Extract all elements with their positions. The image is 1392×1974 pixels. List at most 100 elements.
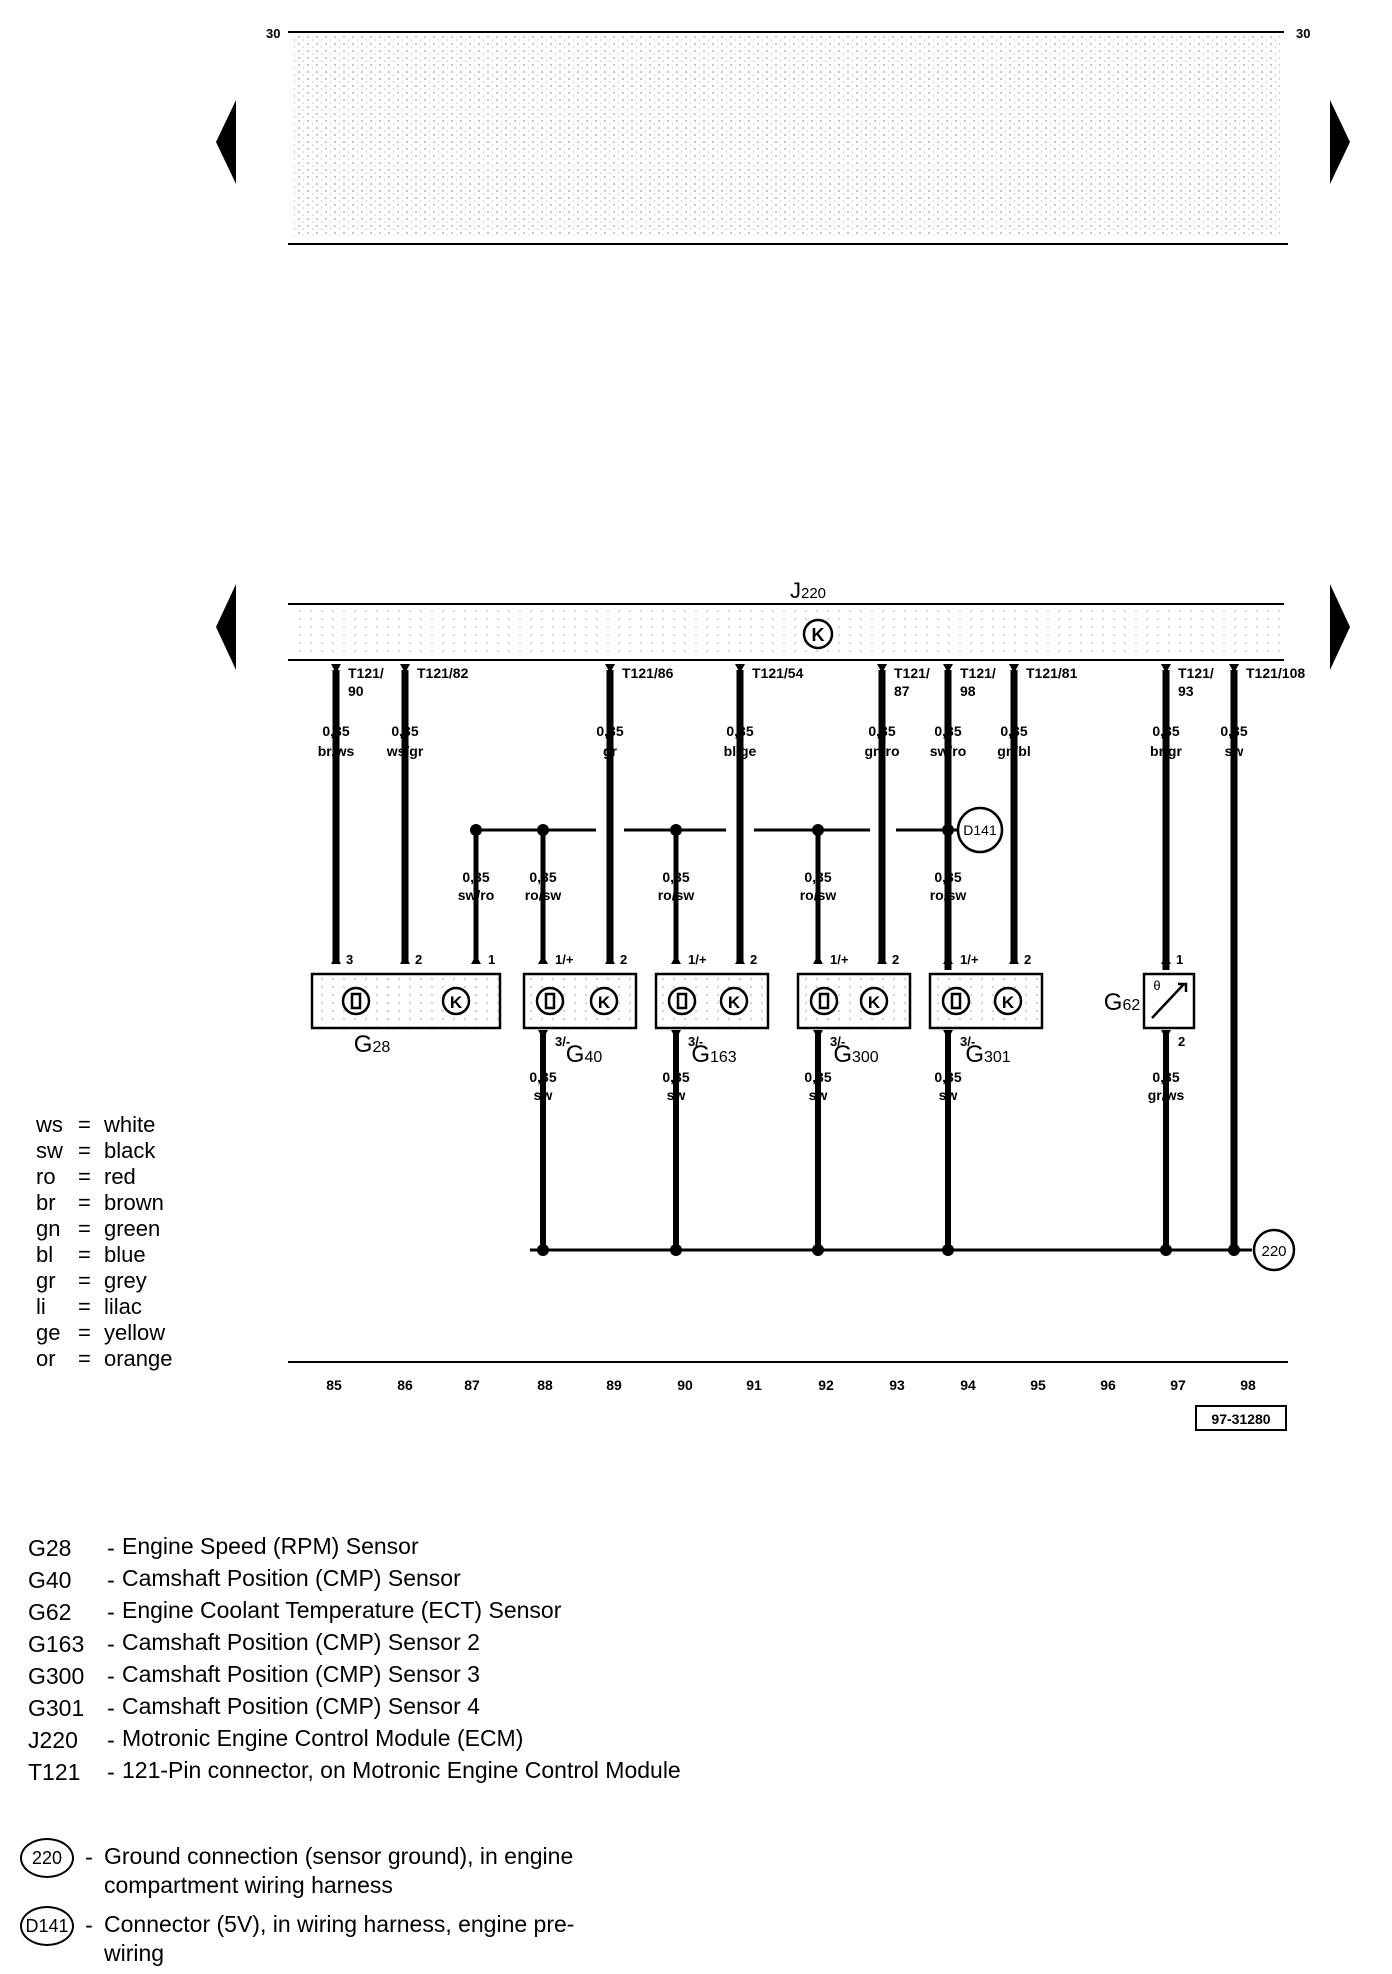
terminal-pin-label: T121/86 — [622, 665, 674, 681]
symbol-legend-row: 220-Ground connection (sensor ground), i… — [20, 1838, 720, 1900]
ground-gauge-label: 0,35 — [1152, 1069, 1179, 1085]
terminal-pin-label-2: 93 — [1178, 683, 1194, 699]
equals-sign: = — [78, 1112, 91, 1137]
legend-dash: - — [107, 1567, 115, 1593]
terminal-pin-label: T121/82 — [417, 665, 469, 681]
legend-dash: - — [107, 1663, 115, 1689]
wire-gauge-label: 0,35 — [1152, 723, 1179, 739]
sensor-k-glyph: K — [868, 993, 881, 1012]
supply-color-label: ro/sw — [525, 887, 562, 903]
sensor-k-icon — [589, 986, 619, 1016]
supply-color-label: ro/sw — [800, 887, 837, 903]
component-sub: 40 — [584, 1049, 602, 1066]
component-base: G — [965, 1041, 984, 1068]
figure-number-box — [1195, 1405, 1287, 1431]
component-label: G300 — [833, 1041, 878, 1068]
symbol-legend-desc: Connector (5V), in wiring harness, engin… — [104, 1911, 575, 1966]
terminal-pin-number: 2 — [620, 952, 627, 967]
sensor-box — [654, 972, 770, 1030]
equals-sign: = — [78, 1268, 91, 1293]
supply-pin-number: 1/+ — [555, 952, 574, 967]
legend-code: G62 — [28, 1599, 72, 1625]
ground-gauge-label: 0,35 — [662, 1069, 689, 1085]
column-number: 90 — [677, 1377, 693, 1393]
ecm-forward-arrow-icon[interactable] — [1330, 584, 1350, 670]
legend-desc: Engine Speed (RPM) Sensor — [122, 1533, 419, 1559]
ecm-dotted-area — [292, 608, 1280, 654]
component-sub: 62 — [1122, 997, 1140, 1014]
color-code: bl — [36, 1242, 54, 1267]
component-base: G — [691, 1041, 710, 1068]
supply-arrow-icon — [538, 955, 548, 964]
legend-code: T121 — [28, 1759, 81, 1785]
ground-color-label: sw — [809, 1087, 828, 1103]
ground-pin-number: 3/- — [688, 1034, 703, 1049]
terminal-arrow-icon — [1009, 664, 1019, 673]
wire-color-label: gr — [603, 743, 618, 759]
legend-desc: Engine Coolant Temperature (ECT) Sensor — [122, 1597, 562, 1623]
color-key-row: li=lilac — [36, 1294, 173, 1320]
legend-desc: Camshaft Position (CMP) Sensor — [122, 1565, 461, 1591]
thermistor-icon — [1151, 982, 1188, 1019]
terminal-arrow-icon — [877, 664, 887, 673]
legend-desc: Motronic Engine Control Module (ECM) — [122, 1725, 524, 1751]
terminal-pin-label: T121/ — [348, 665, 384, 681]
sensor-k-icon — [993, 986, 1023, 1016]
sensor-d-icon — [535, 986, 565, 1016]
legend-dash: - — [85, 1844, 93, 1870]
column-number: 89 — [606, 1377, 622, 1393]
color-name: white — [104, 1112, 156, 1137]
color-key-row: ws=white — [36, 1112, 173, 1138]
legend-desc: Camshaft Position (CMP) Sensor 3 — [122, 1661, 480, 1687]
equals-sign: = — [78, 1242, 91, 1267]
terminal-pin-label-2: 87 — [894, 683, 910, 699]
wire-gauge-label: 0,35 — [868, 723, 895, 739]
terminal-arrow-icon — [943, 664, 953, 673]
color-key-row: br=brown — [36, 1190, 173, 1216]
equals-sign: = — [78, 1320, 91, 1345]
color-code: sw — [36, 1138, 63, 1163]
legend-dash: - — [85, 1912, 93, 1938]
ground-pin-number: 2 — [1178, 1034, 1185, 1049]
sensor-d-icon — [667, 986, 697, 1016]
supply-pin-number: 1/+ — [688, 952, 707, 967]
color-key-row: ro=red — [36, 1164, 173, 1190]
legend-dash: - — [107, 1535, 115, 1561]
wire-color-label: gn/bl — [997, 743, 1030, 759]
sensor-k-glyph: K — [1002, 993, 1015, 1012]
color-name: black — [104, 1138, 156, 1163]
supply-arrow-icon — [813, 955, 823, 964]
ground-color-label: sw — [939, 1087, 958, 1103]
legend-row: J220-Motronic Engine Control Module (ECM… — [28, 1724, 728, 1756]
equals-sign: = — [78, 1216, 91, 1241]
terminal-pin-arrow-icon — [331, 955, 341, 964]
ecm-back-arrow-icon[interactable] — [216, 584, 236, 670]
component-sub: 301 — [984, 1049, 1011, 1066]
sensor-k-glyph: K — [450, 993, 463, 1012]
terminal-pin-label: T121/ — [894, 665, 930, 681]
supply-pin-number: 1/+ — [960, 952, 979, 967]
supply-color-label: ro/sw — [930, 887, 967, 903]
terminal-pin-number: 1 — [1176, 952, 1183, 967]
page-forward-arrow-icon[interactable] — [1330, 100, 1350, 184]
legend-dash: - — [107, 1727, 115, 1753]
legend-code: G40 — [28, 1567, 72, 1593]
sensor-d-glyph — [350, 992, 362, 1010]
legend-row: G62-Engine Coolant Temperature (ECT) Sen… — [28, 1596, 728, 1628]
component-base: G — [354, 1031, 373, 1058]
sensor-d-glyph — [544, 992, 556, 1010]
wire-color-label: br/gr — [1150, 743, 1182, 759]
wire-color-label: ws/gr — [386, 743, 424, 759]
wire-gauge-label: 0,35 — [596, 723, 623, 739]
wire-color-label: br/ws — [318, 743, 355, 759]
legend-row: G28-Engine Speed (RPM) Sensor — [28, 1532, 728, 1564]
color-key-row: ge=yellow — [36, 1320, 173, 1346]
page-back-arrow-icon[interactable] — [216, 100, 236, 184]
ground-color-label: gr/ws — [1148, 1087, 1185, 1103]
ground-gauge-label: 0,35 — [529, 1069, 556, 1085]
color-name: blue — [104, 1242, 146, 1267]
top-section: 30 30 — [216, 26, 1350, 245]
sensor-d-icon — [941, 986, 971, 1016]
